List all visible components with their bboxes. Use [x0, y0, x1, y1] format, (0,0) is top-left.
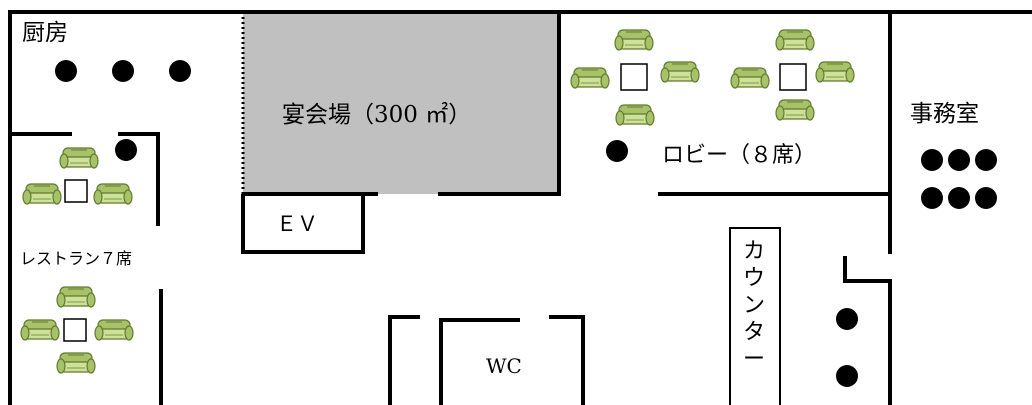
sofa-icon: [570, 67, 610, 89]
person-dot-icon: [836, 308, 858, 330]
restroom-label: WC: [486, 354, 522, 378]
banquet-hall-area: [243, 12, 559, 194]
sofa-icon: [614, 29, 654, 51]
table-icon: [779, 63, 807, 91]
kitchen-staff: [55, 60, 191, 161]
kitchen-label: 厨房: [22, 20, 68, 46]
person-dot-icon: [921, 187, 943, 209]
person-dot-icon: [112, 60, 134, 82]
office-staff: [921, 149, 997, 209]
sofa-icon: [730, 67, 770, 89]
sofa-icon: [660, 61, 700, 83]
sofa-icon: [59, 147, 99, 169]
restaurant-seating-lower: [20, 286, 134, 374]
person-dot-icon: [55, 60, 77, 82]
table-icon: [620, 63, 648, 91]
person-dot-icon: [975, 149, 997, 171]
sofa-icon: [22, 183, 62, 205]
restaurant-seating-upper: [22, 147, 133, 205]
elevator-label: ＥＶ: [276, 212, 318, 236]
sofa-icon: [20, 319, 60, 341]
person-dot-icon: [836, 365, 858, 387]
sofa-icon: [815, 61, 855, 83]
table-icon: [63, 318, 87, 342]
person-dot-icon: [921, 149, 943, 171]
counter-staff: [836, 308, 858, 387]
person-dot-icon: [948, 187, 970, 209]
sofa-icon: [93, 183, 133, 205]
lobby-seating-left: [570, 29, 700, 126]
office-label: 事務室: [910, 101, 979, 127]
sofa-icon: [94, 319, 134, 341]
person-dot-icon: [606, 140, 628, 162]
lobby-label: ロビー（８席）: [662, 143, 816, 168]
counter-label: カウンター: [743, 239, 765, 372]
restaurant-label: レストラン７席: [20, 249, 132, 268]
counter-box: [729, 227, 781, 405]
sofa-icon: [775, 99, 815, 121]
sofa-icon: [775, 29, 815, 51]
banquet-label: 宴会場（300 ㎡）: [282, 102, 471, 128]
sofa-icon: [615, 104, 655, 126]
sofa-icon: [56, 286, 96, 308]
person-dot-icon: [115, 139, 137, 161]
table-icon: [64, 179, 88, 203]
person-dot-icon: [975, 187, 997, 209]
lobby-seating-right: [730, 29, 855, 121]
person-dot-icon: [169, 60, 191, 82]
person-dot-icon: [948, 149, 970, 171]
walls: [8, 10, 1032, 405]
sofa-icon: [56, 352, 96, 374]
